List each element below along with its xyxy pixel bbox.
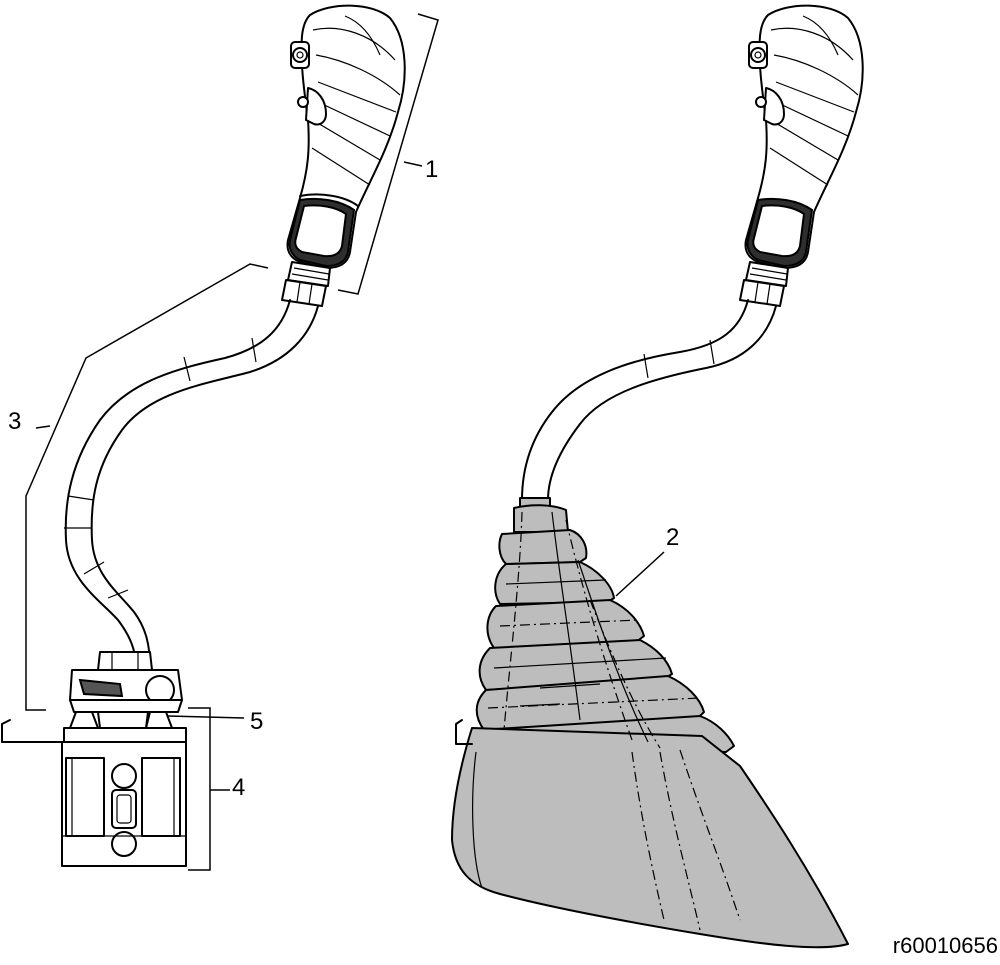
left-leader-lines [25, 13, 439, 871]
drawing-reference-number: r60010656 [892, 933, 998, 958]
left-base-mechanism [1, 651, 187, 743]
callout-2: 2 [666, 524, 680, 551]
left-joystick-assembly [1, 4, 439, 871]
left-shaft [64, 299, 319, 669]
left-handle-nut [281, 261, 331, 307]
callout-5: 5 [250, 708, 264, 735]
left-handle-grip [286, 4, 406, 269]
left-sensor-housing [61, 741, 187, 867]
right-shaft [521, 299, 777, 501]
leader-2 [615, 551, 665, 597]
callout-1: 1 [425, 156, 439, 183]
right-handle-grip [744, 4, 864, 269]
right-handle-nut [739, 261, 789, 307]
callout-4: 4 [232, 774, 246, 801]
right-joystick-assembly [451, 4, 864, 949]
callout-3: 3 [8, 408, 22, 435]
right-rubber-boot [451, 497, 849, 949]
